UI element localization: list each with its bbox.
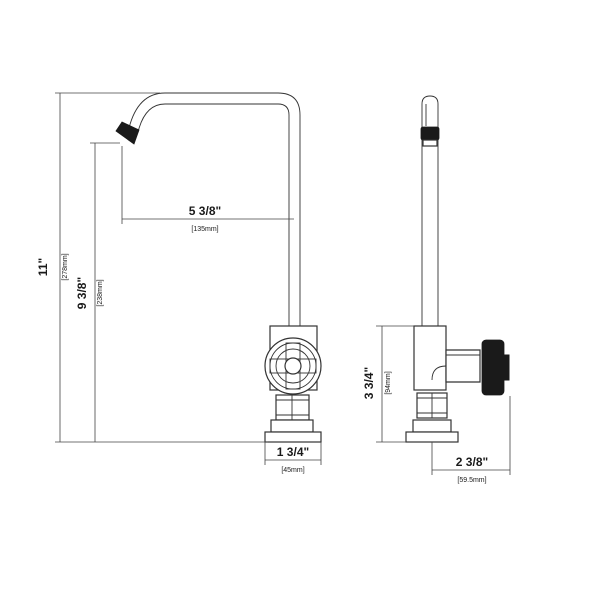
side-base xyxy=(405,419,459,443)
front-nut xyxy=(275,394,310,421)
side-nut xyxy=(416,392,448,419)
dim-handle-depth-imperial: 2 3/8" xyxy=(456,455,488,469)
side-spout xyxy=(421,95,439,326)
front-view: 11" [278mm] 9 3/8" [238mm] 5 3/8" [135mm… xyxy=(36,92,322,474)
dim-handle-depth-metric: [59.5mm] xyxy=(457,477,486,484)
front-spout-tip xyxy=(115,121,140,145)
front-spout-inner xyxy=(137,103,290,326)
side-spout-aerator xyxy=(422,139,438,147)
dim-total-height-imperial: 11" xyxy=(36,258,50,276)
side-stem xyxy=(431,349,481,383)
side-valve-body xyxy=(413,325,447,391)
dim-body-height-imperial: 3 3/4" xyxy=(362,367,376,399)
dim-body-height: 3 3/4" [94mm] xyxy=(362,325,414,443)
front-base xyxy=(264,419,322,443)
dim-base-width-imperial: 1 3/4" xyxy=(277,445,309,459)
dim-base-width-metric: [45mm] xyxy=(281,467,304,474)
dim-spout-height: 9 3/8" [238mm] xyxy=(75,142,120,442)
dim-spout-reach-metric: [135mm] xyxy=(191,226,218,233)
dim-total-height: 11" [278mm] xyxy=(36,92,268,443)
side-spout-tip xyxy=(420,126,440,141)
dim-spout-height-metric: [238mm] xyxy=(97,279,104,306)
dim-spout-reach-imperial: 5 3/8" xyxy=(189,204,221,218)
dim-total-height-metric: [278mm] xyxy=(62,253,69,280)
front-spout-outer xyxy=(128,92,301,326)
dim-spout-reach: 5 3/8" [135mm] xyxy=(121,146,294,233)
dim-handle-depth: 2 3/8" [59.5mm] xyxy=(431,396,511,484)
side-view: 3 3/4" [94mm] 2 3/8" [59.5mm] xyxy=(362,95,511,484)
dim-body-height-metric: [94mm] xyxy=(385,371,392,394)
dim-base-width: 1 3/4" [45mm] xyxy=(264,442,322,474)
dim-spout-height-imperial: 9 3/8" xyxy=(75,277,89,309)
front-handle-wheel xyxy=(264,337,322,395)
side-handle-knob xyxy=(481,339,510,396)
